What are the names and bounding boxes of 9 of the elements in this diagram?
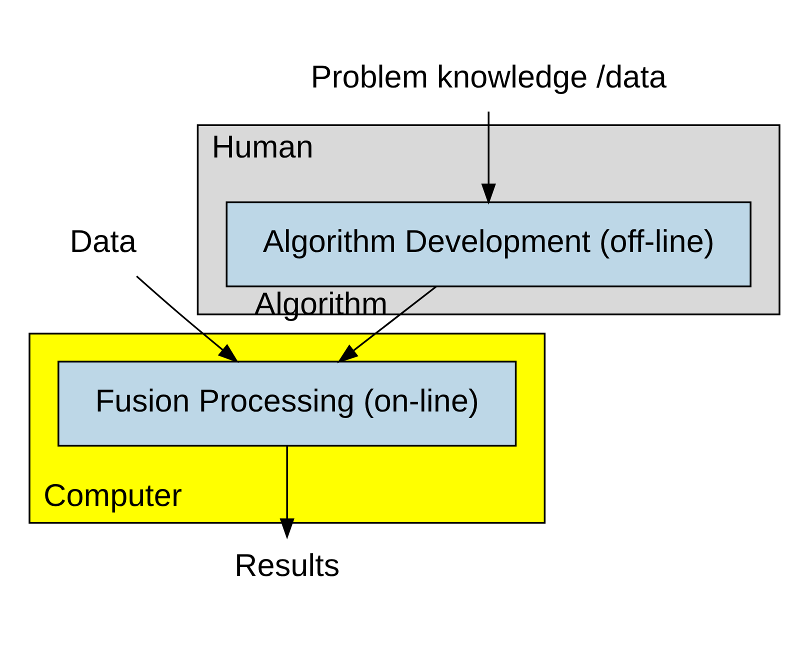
node-text: Problem knowledge /data <box>310 58 667 94</box>
node-text: Results <box>234 547 340 584</box>
arrow <box>280 446 294 540</box>
arrow <box>481 112 496 205</box>
node-box: Algorithm Development (off-line) <box>226 201 752 288</box>
arrow <box>136 276 239 364</box>
node-box: Fusion Processing (on-line) <box>58 360 517 447</box>
node-text: Data <box>70 222 136 259</box>
arrow <box>337 286 437 364</box>
